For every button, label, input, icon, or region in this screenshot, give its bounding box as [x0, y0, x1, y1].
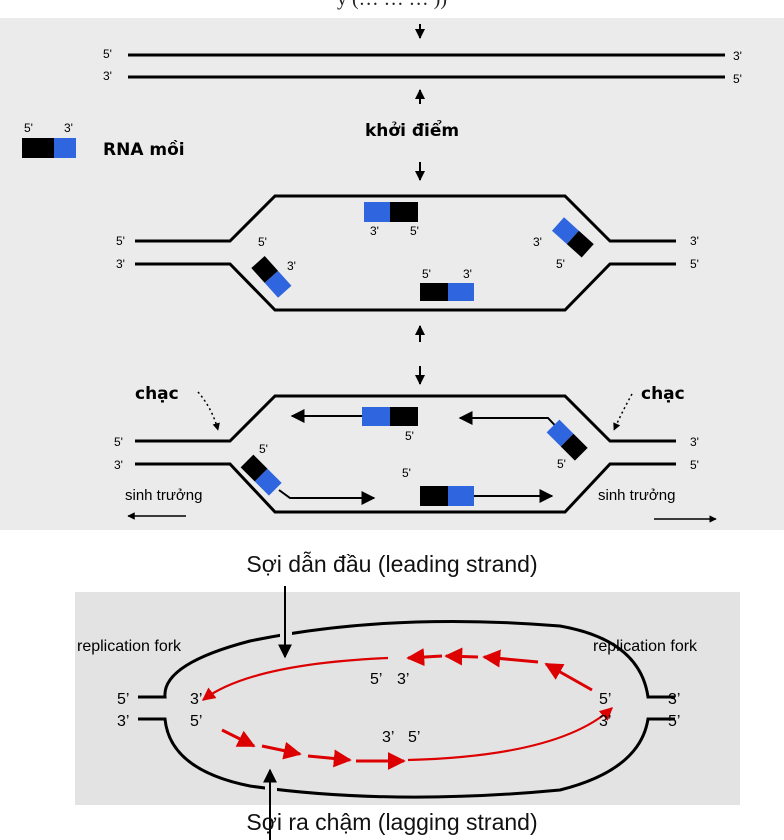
- primer-black: [390, 202, 418, 222]
- bubble-top-strand: [135, 194, 676, 243]
- fork-label-en-left: replication fork: [77, 638, 182, 655]
- strand-end-label: 3': [733, 49, 742, 63]
- fork-pointer-right: [613, 393, 633, 431]
- strand-end-label: 5’: [668, 713, 680, 730]
- strand-end-label: 5’: [117, 691, 129, 708]
- primer-blue: [362, 407, 390, 426]
- fork-pointer-left: [197, 391, 220, 431]
- fork-top-strand: [135, 394, 676, 443]
- primer-end-label: 5': [557, 457, 566, 471]
- primer-end-label: 3': [533, 235, 542, 249]
- strand-end-label: 5’: [599, 691, 611, 708]
- primer-end-label: 3': [463, 267, 472, 281]
- primer-blue: [448, 486, 474, 506]
- caption-leading-strand: Sợi dẫn đầu (leading strand): [246, 551, 538, 577]
- primer-end-label: 5': [258, 235, 267, 249]
- primer-blue: [364, 202, 390, 222]
- primer-black: [420, 283, 448, 301]
- growth-label-right: sinh trưởng: [598, 487, 675, 504]
- fork-label-en-right: replication fork: [593, 638, 698, 655]
- primer-end-label: 5': [259, 442, 268, 456]
- primer-legend-label: RNA mồi: [103, 139, 185, 160]
- primer-end-label: 5': [402, 466, 411, 480]
- strand-end-label: 3’: [190, 691, 202, 708]
- okazaki-fragment: [406, 648, 443, 667]
- strand-end-label: 5': [114, 435, 123, 449]
- strand-end-label: 5’: [190, 713, 202, 730]
- parent-outer-bottom: [138, 717, 675, 799]
- legend-primer-blue: [54, 138, 76, 158]
- primer-end-label: 3': [370, 224, 379, 238]
- okazaki-fragment: [307, 749, 352, 768]
- strand-end-label: 3': [690, 435, 699, 449]
- leading-strand-lower: [407, 707, 613, 762]
- bubble-bottom-strand: [135, 262, 676, 312]
- strand-end-label: 5’: [408, 729, 420, 746]
- origin-label: khởi điểm: [365, 119, 459, 141]
- strand-end-label: 3’: [117, 713, 129, 730]
- strand-end-label: 3’: [382, 729, 394, 746]
- legend-3prime: 3': [64, 121, 73, 135]
- fork-label-left: chạc: [135, 384, 179, 404]
- okazaki-fragment: [221, 728, 256, 748]
- okazaki-fragment: [261, 741, 302, 760]
- legend-primer-black: [22, 138, 54, 158]
- primer-diagonal: [240, 454, 282, 496]
- header-fragment: y (… … … )): [0, 0, 784, 11]
- leading-strand-upper: [201, 656, 389, 701]
- strand-end-label: 3’: [397, 671, 409, 688]
- fork-bottom-strand: [135, 462, 676, 514]
- strand-end-label: 3': [690, 234, 699, 248]
- primer-black: [390, 407, 418, 426]
- primer-end-label: 5': [556, 257, 565, 271]
- primer-diagonal: [546, 419, 588, 461]
- primer-diagonal: [551, 217, 594, 258]
- strand-end-label: 3’: [599, 713, 611, 730]
- lower-panel-background: [75, 592, 740, 805]
- strand-end-label: 5': [116, 234, 125, 248]
- okazaki-fragment: [444, 647, 479, 666]
- fork-label-right: chạc: [641, 384, 685, 404]
- strand-end-label: 3': [116, 257, 125, 271]
- upper-panel-background: [0, 18, 784, 530]
- primer-end-label: 5': [405, 429, 414, 443]
- primer-black: [420, 486, 448, 506]
- primer-end-label: 5': [422, 267, 431, 281]
- primer-end-label: 3': [287, 259, 296, 273]
- growth-label-left: sinh trưởng: [125, 487, 202, 504]
- legend-5prime: 5': [24, 121, 33, 135]
- strand-end-label: 3’: [668, 691, 680, 708]
- okazaki-fragment: [544, 662, 593, 692]
- strand-end-label: 5’: [370, 671, 382, 688]
- strand-end-label: 5': [690, 257, 699, 271]
- caption-lagging-strand: Sợi ra chậm (lagging strand): [246, 809, 538, 835]
- strand-end-label: 5': [733, 72, 742, 86]
- strand-end-label: 3': [114, 458, 123, 472]
- strand-end-label: 3': [103, 69, 112, 83]
- okazaki-fragment: [482, 649, 539, 668]
- primer-blue: [448, 283, 474, 301]
- primer-diagonal: [251, 255, 292, 298]
- strand-end-label: 5': [103, 47, 112, 61]
- parent-outer-top: [138, 619, 675, 699]
- new-strand-arrow: [278, 489, 376, 505]
- strand-end-label: 5': [690, 458, 699, 472]
- primer-end-label: 5': [410, 224, 419, 238]
